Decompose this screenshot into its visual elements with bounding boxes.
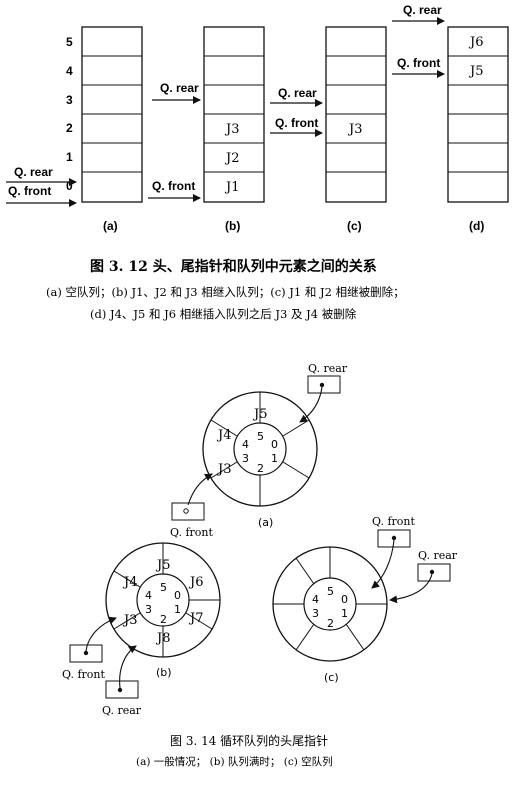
circle-a-element-J5: J5 <box>252 407 267 422</box>
rear-pointer-label-b: Q. rear <box>160 81 199 95</box>
panel-tag-b: (b) <box>225 219 240 233</box>
circle-b-index-3: 3 <box>145 603 152 616</box>
figure-3-14: J5 J4 J3 0 1 2 3 4 5 Q. rear Q. front (a… <box>62 362 458 768</box>
circle-a-front-label: Q. front <box>170 526 214 539</box>
circle-c-index-3: 3 <box>312 607 319 620</box>
circle-b-index-4: 4 <box>145 589 152 602</box>
queue-panel-d: J6 J5 Q. rear Q. front (d) <box>392 3 509 233</box>
circle-c-index-1: 1 <box>341 607 348 620</box>
figure-3-12: 5 4 3 2 1 0 Q. rear Q. front (a) <box>6 3 509 321</box>
slot-label-4: 4 <box>66 64 73 78</box>
slot-label-5: 5 <box>66 35 73 49</box>
circle-b-index-5: 5 <box>160 581 167 594</box>
figure-3-12-caption-line2: (d) J4、J5 和 J6 相继插入队列之后 J3 及 J4 被删除 <box>90 307 357 321</box>
circle-b-element-J5: J5 <box>155 558 170 573</box>
cell-b-slot0: J1 <box>224 180 239 195</box>
cell-b-slot2: J3 <box>224 122 239 137</box>
panel-tag-d: (d) <box>469 219 484 233</box>
circle-c-tag: (c) <box>324 671 339 684</box>
figure-3-12-title: 图 3. 12 头、尾指针和队列中元素之间的关系 <box>90 258 377 275</box>
slot-label-2: 2 <box>66 121 73 135</box>
circular-queue-c: 0 1 2 3 4 5 Q. front Q. rear (c) <box>272 515 458 684</box>
rear-pointer-label-d: Q. rear <box>403 3 442 17</box>
circle-b-element-J6: J6 <box>188 575 203 590</box>
circle-b-rear-label: Q. rear <box>102 704 142 717</box>
circle-c-rear-label: Q. rear <box>418 549 458 562</box>
figure-3-14-caption: (a) 一般情况； (b) 队列满时； (c) 空队列 <box>136 755 333 768</box>
circle-a-front-box <box>171 502 205 521</box>
circle-b-front-arrow <box>85 616 117 652</box>
rear-pointer-label-a: Q. rear <box>14 165 53 179</box>
cell-c-slot2: J3 <box>347 122 362 137</box>
circle-a-index-2: 2 <box>257 462 264 475</box>
circular-queue-a: J5 J4 J3 0 1 2 3 4 5 Q. rear Q. front (a… <box>170 362 348 539</box>
slot-label-0: 0 <box>66 179 73 193</box>
figure-3-12-caption-line1: (a) 空队列；(b) J1、J2 和 J3 相继入队列；(c) J1 和 J2… <box>46 285 405 299</box>
circle-a-index-1: 1 <box>271 452 278 465</box>
cell-d-slot5: J6 <box>468 35 483 50</box>
circle-c-index-2: 2 <box>327 617 334 630</box>
circle-a-front-arrow <box>187 473 213 506</box>
circle-b-element-J8: J8 <box>155 631 170 646</box>
circle-b-index-1: 1 <box>174 603 181 616</box>
rear-pointer-label-c: Q. rear <box>278 86 317 100</box>
circle-a-index-4: 4 <box>242 438 249 451</box>
circle-a-rear-label: Q. rear <box>308 362 348 375</box>
circle-c-rear-box <box>417 563 451 582</box>
circle-a-tag: (a) <box>258 516 273 529</box>
slot-label-1: 1 <box>66 150 73 164</box>
queue-panel-a: Q. rear Q. front (a) <box>6 26 143 233</box>
circle-a-index-5: 5 <box>257 430 264 443</box>
circle-c-index-5: 5 <box>327 585 334 598</box>
circle-b-rear-arrow <box>119 645 137 689</box>
circle-a-index-3: 3 <box>242 452 249 465</box>
circle-b-element-J3: J3 <box>122 613 137 628</box>
circle-b-front-label: Q. front <box>62 668 106 681</box>
circle-c-index-0: 0 <box>341 593 348 606</box>
circle-b-index-0: 0 <box>174 589 181 602</box>
circle-b-tag: (b) <box>156 666 172 679</box>
circle-b-element-J7: J7 <box>188 611 203 626</box>
queue-panel-c: J3 Q. rear Q. front (c) <box>270 26 387 233</box>
front-pointer-label-a: Q. front <box>8 184 51 198</box>
circle-a-rear-arrow <box>299 386 323 423</box>
circle-b-element-J4: J4 <box>122 575 137 590</box>
circle-c-front-label: Q. front <box>372 515 416 528</box>
circle-c-front-box <box>377 529 411 548</box>
panel-tag-a: (a) <box>103 219 118 233</box>
queue-panel-b: J3 J2 J1 Q. rear Q. front (b) <box>148 26 265 233</box>
cell-d-slot4: J5 <box>468 64 483 79</box>
circle-a-rear-box <box>307 375 341 394</box>
circle-c-rear-arrow <box>389 573 433 604</box>
front-pointer-label-c: Q. front <box>275 116 318 130</box>
circle-a-element-J3: J3 <box>216 462 231 477</box>
front-pointer-label-b: Q. front <box>152 179 195 193</box>
circle-b-index-2: 2 <box>160 613 167 626</box>
front-pointer-label-d: Q. front <box>397 56 440 70</box>
circle-a-index-0: 0 <box>271 438 278 451</box>
slot-label-3: 3 <box>66 93 73 107</box>
circle-b-rear-box <box>105 680 139 699</box>
cell-b-slot1: J2 <box>224 151 239 166</box>
circle-a-element-J4: J4 <box>216 428 231 443</box>
circle-c-front-arrow <box>371 539 395 589</box>
panel-tag-c: (c) <box>347 219 362 233</box>
circle-b-front-box <box>69 644 103 663</box>
circular-queue-b: J5 J6 J7 J8 J3 J4 0 1 2 3 4 5 Q. front Q… <box>62 542 221 717</box>
circle-c-index-4: 4 <box>312 593 319 606</box>
figure-3-14-title: 图 3. 14 循环队列的头尾指针 <box>170 733 328 748</box>
slot-index-labels: 5 4 3 2 1 0 <box>66 35 73 193</box>
